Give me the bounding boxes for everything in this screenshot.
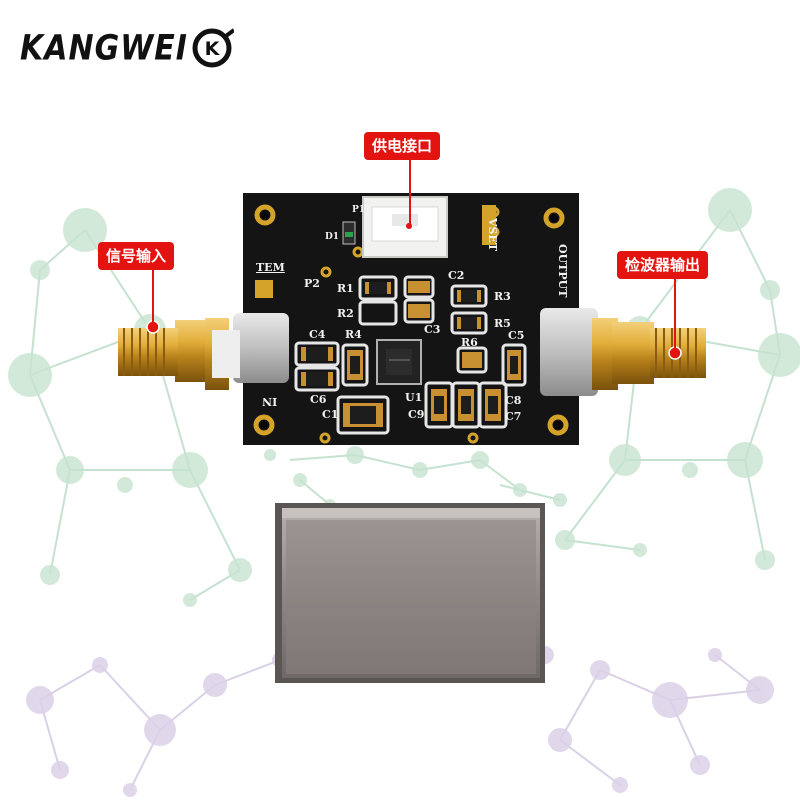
silk-c6: C6: [310, 393, 327, 406]
silk-c2: C2: [448, 269, 465, 282]
silk-p1: P1: [352, 205, 366, 215]
silk-tem: TEM: [256, 261, 285, 274]
sma-connector-input: [118, 318, 240, 390]
brand-logo-text: KANGWEI: [20, 27, 188, 69]
silk-d1: D1: [325, 232, 340, 242]
brand-logo-mark-letter: K: [205, 38, 221, 60]
silk-c9: C9: [408, 408, 425, 421]
callout-power-interface: 供电接口: [364, 132, 441, 160]
silk-r2: R2: [337, 307, 354, 320]
brand-logo-mark-icon: K: [192, 28, 234, 68]
silk-c8: C8: [505, 394, 522, 407]
silk-vset: VSET: [486, 218, 499, 252]
silk-r5: R5: [494, 317, 511, 330]
silk-r4: R4: [345, 328, 362, 341]
silk-u1: U1: [405, 391, 423, 404]
pcb-board: [233, 193, 598, 445]
leader-signal-input: [152, 266, 154, 324]
silk-c1: C1: [322, 408, 339, 421]
silk-r6: R6: [461, 336, 478, 349]
callout-signal-input: 信号输入: [98, 242, 175, 270]
sma-connector-output: [592, 318, 706, 390]
silk-c7: C7: [505, 410, 522, 423]
brand-logo: KANGWEI K: [20, 26, 234, 70]
silk-c5: C5: [508, 329, 525, 342]
leader-power: [409, 156, 411, 224]
silk-c4: C4: [309, 328, 326, 341]
silk-in: IN: [262, 395, 278, 408]
silk-c3: C3: [424, 323, 441, 336]
silk-p2: P2: [304, 277, 320, 290]
silk-output: OUTPUT: [556, 244, 569, 298]
metal-shield-can: [275, 503, 545, 683]
callout-detector-output: 检波器输出: [617, 251, 709, 279]
leader-detector-output: [674, 275, 676, 351]
silk-r1: R1: [337, 282, 354, 295]
silk-r3: R3: [494, 290, 511, 303]
